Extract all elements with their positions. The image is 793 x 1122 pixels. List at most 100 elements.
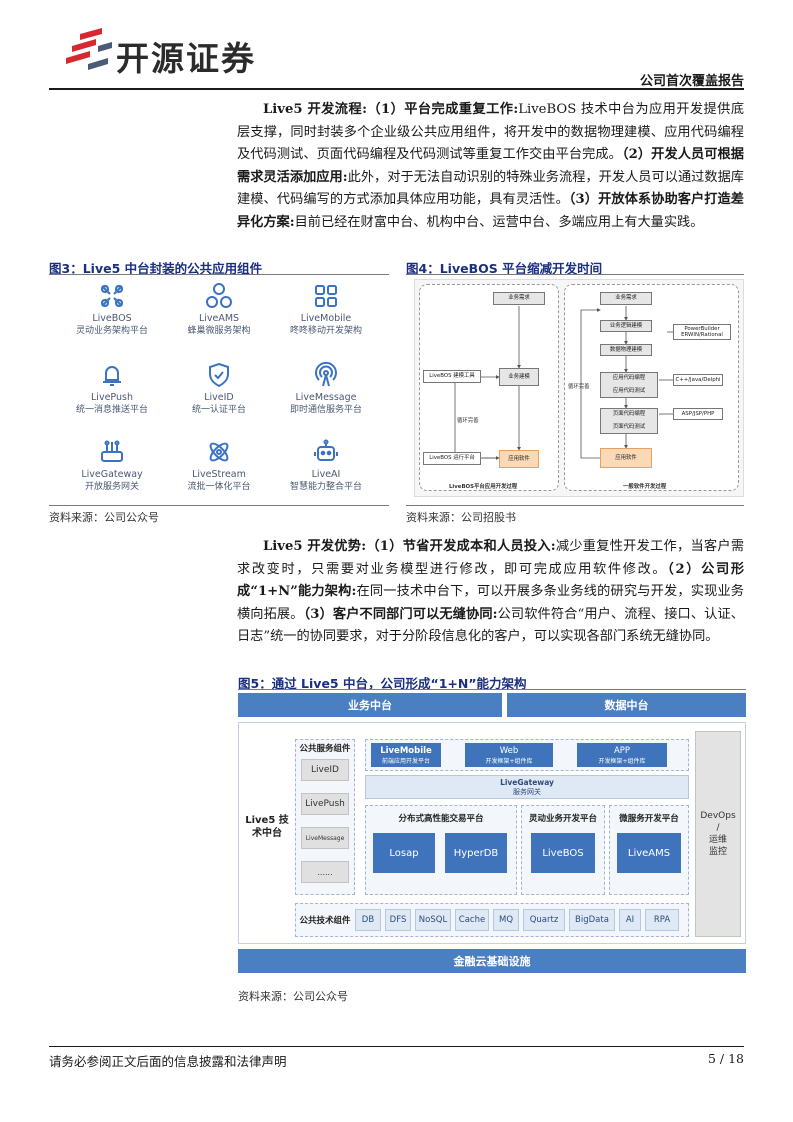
broadcast-icon: [315, 361, 337, 387]
component-desc: 咚咚移动开发架构: [289, 326, 362, 336]
component-name: LiveAI: [311, 469, 341, 480]
fig4-right-page-code-block: 页面代码编程页面代码测试: [600, 408, 658, 434]
tech-item: NoSQL: [415, 909, 451, 931]
component-name: LiveBOS: [92, 313, 132, 324]
app-box: APP 开发框架+组件库: [577, 743, 667, 767]
devops-box: DevOps / 运维 监控: [695, 731, 741, 937]
public-service-label: 公共服务组件: [299, 744, 351, 754]
fig3-source: 资料来源：公司公众号: [49, 511, 159, 524]
fig4-bottom-rule: [406, 505, 744, 506]
devops-line1: DevOps: [700, 811, 736, 821]
service-livepush: LivePush: [301, 793, 349, 815]
bos-platform-title: 灵动业务开发平台: [528, 814, 597, 824]
fig4-left-tool: LiveBOS 建模工具: [423, 370, 481, 383]
component-desc: 统一认证平台: [191, 405, 246, 415]
fig4-left-runtime: LiveBOS 运行平台: [423, 452, 481, 465]
service-liveid: LiveID: [301, 759, 349, 781]
component-liveams: LiveAMS 蜂巢微服务架构: [164, 282, 274, 337]
gateway-sub: 服务网关: [513, 787, 541, 796]
para1-p2-text: 此外，对于无法自动识别的特殊业务流程，开发人员可以通过数据库建模、代码编写的方式…: [237, 169, 744, 208]
para2-p1-label: （1）节省开发成本和人员投入:: [366, 539, 556, 554]
para1-p2-label: （2）开发人员可根据需求灵活添加应用:: [237, 147, 744, 185]
web-sub: 开发框架+组件库: [485, 757, 533, 765]
hyperdb-box: HyperDB: [445, 833, 507, 873]
para2-p2-text: 在同一技术中台下，可以开展多条业务线的研究与开发，实现业务横向拓展。: [237, 584, 744, 622]
fig4-right-app: 应用软件: [600, 448, 652, 468]
fig4-right-tool1: PowerBuilder ERWIN/Rational: [673, 324, 731, 340]
component-desc: 开放服务网关: [84, 482, 139, 492]
fig4-left-biz-req: 业务需求: [493, 292, 545, 305]
fig4-right-biz-req: 业务需求: [600, 292, 652, 305]
paragraph-dev-advantages: Live5 开发优势:（1）节省开发成本和人员投入:减少重复性开发工作，当客户需…: [237, 536, 744, 649]
tech-item: Cache: [455, 909, 489, 931]
header-rule: [49, 88, 744, 90]
fig4-right-app-test: 应用代码测试: [612, 388, 646, 395]
devops-line4: 监控: [708, 847, 727, 857]
component-name: LiveStream: [192, 469, 246, 480]
bell-icon: [103, 366, 121, 386]
bow-icon: [100, 284, 124, 308]
gateway-icon: [101, 440, 123, 462]
component-desc: 即时通信服务平台: [289, 405, 362, 415]
service-livemessage: LiveMessage: [301, 827, 349, 849]
hive-icon: [206, 283, 232, 308]
fig3-title-rule: [49, 274, 389, 275]
fig4-left-loop: 循环完善: [457, 418, 479, 424]
livemobile-label: LiveMobile: [380, 745, 432, 756]
fig5-title-rule: [238, 689, 746, 690]
component-livemobile: LiveMobile 咚咚移动开发架构: [271, 282, 381, 337]
tech-item: DB: [355, 909, 381, 931]
grid-icon: [315, 285, 337, 307]
fig4-right-page-test: 页面代码测试: [612, 424, 646, 431]
fig5-source: 资料来源：公司公众号: [238, 990, 348, 1003]
para1-p1-text: LiveBOS 技术中台为应用开发提供底层支撑，同时封装多个企业级公共应用组件，…: [237, 102, 745, 163]
devops-line2: /: [716, 823, 720, 833]
fig4-title-rule: [406, 274, 744, 275]
public-tech-label: 公共技术组件: [299, 916, 351, 926]
component-desc: 灵动业务架构平台: [75, 326, 148, 336]
para1-p3-label: （3）开放体系协助客户打造差异化方案:: [237, 192, 744, 230]
livebos-box: LiveBOS: [531, 833, 595, 873]
component-name: LiveMobile: [300, 313, 352, 324]
component-desc: 统一消息推送平台: [75, 405, 148, 415]
paragraph-dev-process: Live5 开发流程:（1）平台完成重复工作:LiveBOS 技术中台为应用开发…: [237, 99, 744, 235]
logo-text: 开源证券: [116, 39, 256, 78]
tech-item: AI: [619, 909, 641, 931]
robot-icon: [314, 439, 338, 461]
para2-lead: Live5 开发优势:: [263, 539, 367, 554]
component-livebos: LiveBOS 灵动业务架构平台: [57, 282, 167, 337]
gateway-bar: LiveGateway 服务网关: [365, 775, 689, 799]
fig4-right-loop: 循环完善: [568, 384, 590, 390]
fig4-left-biz-model: 业务建模: [499, 368, 539, 386]
tech-item: BigData: [569, 909, 615, 931]
component-livegateway: LiveGateway 开放服务网关: [57, 438, 167, 493]
fig4-right-tool2: C++/Java/Delphi: [673, 374, 723, 386]
fig3-title: 图3：Live5 中台封装的公共应用组件: [49, 261, 263, 276]
fin-cloud-bar: 金融云基础设施: [238, 949, 746, 973]
component-name: LiveMessage: [295, 392, 357, 403]
micro-platform-title: 微服务开发平台: [619, 814, 679, 824]
fig4-right-page-code: 页面代码编程: [612, 411, 646, 418]
component-name: LiveID: [204, 392, 234, 403]
losap-box: Losap: [373, 833, 435, 873]
component-livemessage: LiveMessage 即时通信服务平台: [271, 361, 381, 416]
liveams-box: LiveAMS: [617, 833, 681, 873]
fig4-right-data-model: 数据物理建模: [600, 344, 652, 356]
component-name: LivePush: [91, 392, 133, 403]
biz-center-bar: 业务中台: [238, 693, 502, 717]
report-type: 公司首次覆盖报告: [639, 74, 744, 89]
livemobile-sub: 前端应用开发平台: [381, 757, 430, 765]
data-center-bar: 数据中台: [507, 693, 746, 717]
para2-p3-label: （3）客户不同部门可以无缝协同:: [303, 606, 498, 622]
component-desc: 流批一体化平台: [187, 482, 251, 492]
component-desc: 蜂巢微服务架构: [187, 326, 251, 336]
para1-p3-text: 目前已经在财富中台、机构中台、运营中台、多端应用上有大量实践。: [294, 214, 704, 230]
para2-p3-text: 公司软件符合“用户、流程、接口、认证、日志”统一的协同要求，对于分阶段信息化的客…: [237, 606, 744, 645]
fig3-component-grid: LiveBOS 灵动业务架构平台 LiveAMS 蜂巢微服务架构 LiveMob…: [49, 278, 389, 502]
fig4-title: 图4：LiveBOS 平台缩减开发时间: [406, 261, 603, 276]
component-name: LiveAMS: [198, 313, 240, 324]
component-livepush: LivePush 统一消息推送平台: [57, 361, 167, 416]
component-liveai: LiveAI 智慧能力整合平台: [271, 438, 381, 493]
fig4-left-caption: LiveBOS平台应用开发过程: [449, 484, 518, 490]
dist-platform-title: 分布式高性能交易平台: [398, 814, 484, 824]
